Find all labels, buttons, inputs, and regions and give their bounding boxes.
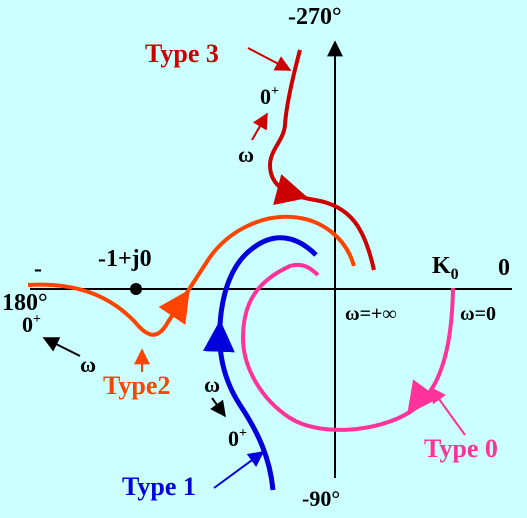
axis-label-bottom: -90° (302, 486, 340, 511)
omega-plus-infinity-label: ω=+∞ (345, 303, 397, 325)
type1-zero-label: 0+ (228, 426, 247, 451)
axis-label-top: -270° (288, 4, 342, 30)
type0-pointer (430, 386, 466, 436)
type3-arrow (273, 174, 309, 206)
critical-point (130, 283, 142, 295)
type1-curve (217, 235, 318, 491)
type1-arrow (202, 319, 235, 353)
critical-point-label: -1+j0 (98, 246, 152, 272)
type1-pointer (213, 451, 265, 489)
k0-label: K0 (432, 253, 459, 283)
type3-zero-label: 0+ (260, 84, 279, 109)
type2-zero-label: 0+ (22, 312, 41, 337)
type2-curve (27, 214, 356, 337)
type2-omega: ω (80, 352, 96, 377)
type3-omega-arrow (251, 112, 268, 141)
type2-arrow (158, 289, 190, 325)
omega-zero-label: ω=0 (460, 303, 496, 325)
type3-curve (267, 49, 376, 271)
axis-label-left-sign: - (34, 256, 42, 282)
type1-omega: ω (204, 372, 220, 397)
type2-label: Type2 (103, 371, 170, 400)
type0-arrow (407, 379, 439, 415)
type1-omega-arrow (210, 397, 226, 418)
axis-label-right-zero: 0 (498, 255, 510, 281)
type0-label: Type 0 (424, 434, 498, 463)
type3-omega: ω (238, 142, 254, 167)
type1-label: Type 1 (122, 472, 196, 501)
axis-label-left: 180° (2, 290, 48, 316)
type3-pointer (247, 47, 292, 71)
type3-label: Type 3 (145, 39, 219, 68)
type2-zero-arrow (42, 337, 81, 357)
